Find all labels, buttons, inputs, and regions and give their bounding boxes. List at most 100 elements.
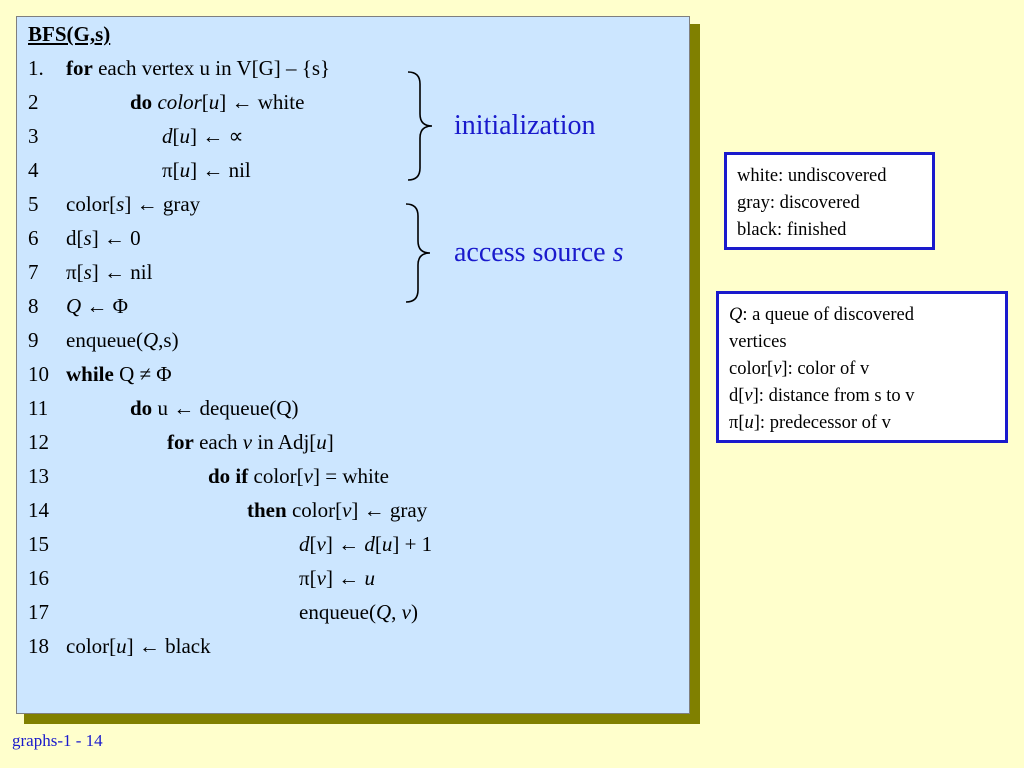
code-line: 18 color[u] ← black bbox=[0, 634, 690, 668]
line-number: 18 bbox=[28, 634, 49, 658]
line-number: 8 bbox=[28, 294, 39, 318]
text-run: ] ← nil bbox=[190, 158, 251, 182]
text-run: color[ bbox=[248, 464, 304, 488]
text-run: ) bbox=[410, 600, 418, 624]
line-number: 11 bbox=[28, 396, 49, 420]
line-number: 3 bbox=[28, 124, 39, 148]
text-run: d[ bbox=[729, 386, 745, 406]
text-run: vertices bbox=[729, 332, 787, 352]
line-number: 15 bbox=[28, 532, 49, 556]
text-run: while bbox=[66, 362, 114, 386]
text-run: ]: predecessor of v bbox=[753, 413, 891, 433]
code-statement: while Q ≠ Φ bbox=[66, 362, 172, 387]
code-statement: do u ← dequeue(Q) bbox=[130, 396, 299, 421]
line-number: 5 bbox=[28, 192, 39, 216]
code-statement: π[s] ← nil bbox=[66, 260, 152, 285]
text-run: u bbox=[179, 124, 191, 148]
code-line: 4 π[u] ← nil bbox=[0, 158, 690, 192]
text-run: v bbox=[316, 532, 326, 556]
text-run: for bbox=[167, 430, 194, 454]
code-statement: π[u] ← nil bbox=[162, 158, 251, 183]
code-statement: for each vertex u in V[G] – {s} bbox=[66, 56, 330, 81]
code-line: 10 while Q ≠ Φ bbox=[0, 362, 690, 396]
line-number: 12 bbox=[28, 430, 49, 454]
text-run: do bbox=[130, 90, 153, 114]
line-number: 4 bbox=[28, 158, 39, 182]
code-line: 2 do color[u] ← white bbox=[0, 90, 690, 124]
text-run: s bbox=[83, 226, 92, 250]
text-run: v bbox=[342, 498, 352, 522]
text-run: each bbox=[193, 430, 243, 454]
text-run: u bbox=[116, 634, 127, 658]
text-run: in Adj[ bbox=[252, 430, 317, 454]
text-run: ] = white bbox=[313, 464, 389, 488]
text-run: [ bbox=[309, 532, 317, 556]
color-legend-box: white: undiscovered gray: discovered bla… bbox=[724, 152, 935, 250]
variable-legend-line: Q: a queue of discovered bbox=[729, 302, 995, 329]
text-run: color bbox=[157, 90, 202, 114]
code-statement: d[v] ← d[u] + 1 bbox=[299, 532, 432, 557]
text-run: ] ← black bbox=[126, 634, 211, 658]
line-number: 14 bbox=[28, 498, 49, 522]
code-statement: color[u] ← black bbox=[66, 634, 211, 659]
text-run: v bbox=[242, 430, 253, 454]
code-statement: do if color[v] = white bbox=[208, 464, 389, 489]
text-run: ← Φ bbox=[81, 294, 129, 318]
line-number: 2 bbox=[28, 90, 39, 114]
variable-legend-line: d[v]: distance from s to v bbox=[729, 383, 995, 410]
legend-black: black: finished bbox=[737, 220, 847, 240]
text-run: then bbox=[247, 498, 287, 522]
code-statement: do color[u] ← white bbox=[130, 90, 304, 115]
text-run: π[ bbox=[162, 158, 180, 182]
text-run: ] ← 0 bbox=[91, 226, 141, 250]
code-statement: enqueue(Q,s) bbox=[66, 328, 179, 353]
text-run: u bbox=[208, 90, 220, 114]
code-statement: d[s] ← 0 bbox=[66, 226, 141, 251]
legend-gray: gray: discovered bbox=[737, 193, 860, 213]
text-run: enqueue( bbox=[299, 600, 376, 624]
initialization-label: initialization bbox=[454, 110, 596, 141]
line-number: 9 bbox=[28, 328, 39, 352]
text-run: ] + 1 bbox=[392, 532, 433, 556]
pseudocode-box bbox=[16, 16, 690, 714]
slide-footer: graphs-1 - 14 bbox=[12, 731, 103, 750]
text-run: ]: color of v bbox=[781, 359, 870, 379]
text-run: u bbox=[381, 532, 393, 556]
text-run: ] ← gray bbox=[124, 192, 201, 216]
text-run: π[ bbox=[299, 566, 317, 590]
line-number: 16 bbox=[28, 566, 49, 590]
text-run: Q ≠ Φ bbox=[113, 362, 172, 386]
line-number: 7 bbox=[28, 260, 39, 284]
text-run: u bbox=[316, 430, 327, 454]
text-run: v bbox=[316, 566, 326, 590]
line-number: 17 bbox=[28, 600, 49, 624]
access-source-brace bbox=[405, 203, 431, 303]
line-number: 10 bbox=[28, 362, 49, 386]
variable-legend-line: color[v]: color of v bbox=[729, 356, 995, 383]
text-run: do if bbox=[208, 464, 249, 488]
text-run: for bbox=[66, 56, 93, 80]
text-run: u bbox=[179, 158, 191, 182]
text-run: , bbox=[391, 600, 402, 624]
text-run: color[ bbox=[66, 634, 117, 658]
code-line: 1.for each vertex u in V[G] – {s} bbox=[0, 56, 690, 90]
text-run: enqueue( bbox=[66, 328, 143, 352]
text-run: s bbox=[83, 260, 92, 284]
variable-legend-line: vertices bbox=[729, 329, 995, 356]
access-source-text: access source bbox=[454, 237, 606, 268]
variable-legend-box: Q: a queue of discovered vertices color[v]… bbox=[716, 291, 1008, 443]
access-source-var: s bbox=[612, 237, 624, 268]
text-run: ] ← gray bbox=[351, 498, 428, 522]
access-source-label: access source s bbox=[454, 237, 624, 269]
text-run: ] ← ∝ bbox=[190, 124, 244, 148]
text-run: d bbox=[299, 532, 310, 556]
text-run: color[ bbox=[729, 359, 774, 379]
